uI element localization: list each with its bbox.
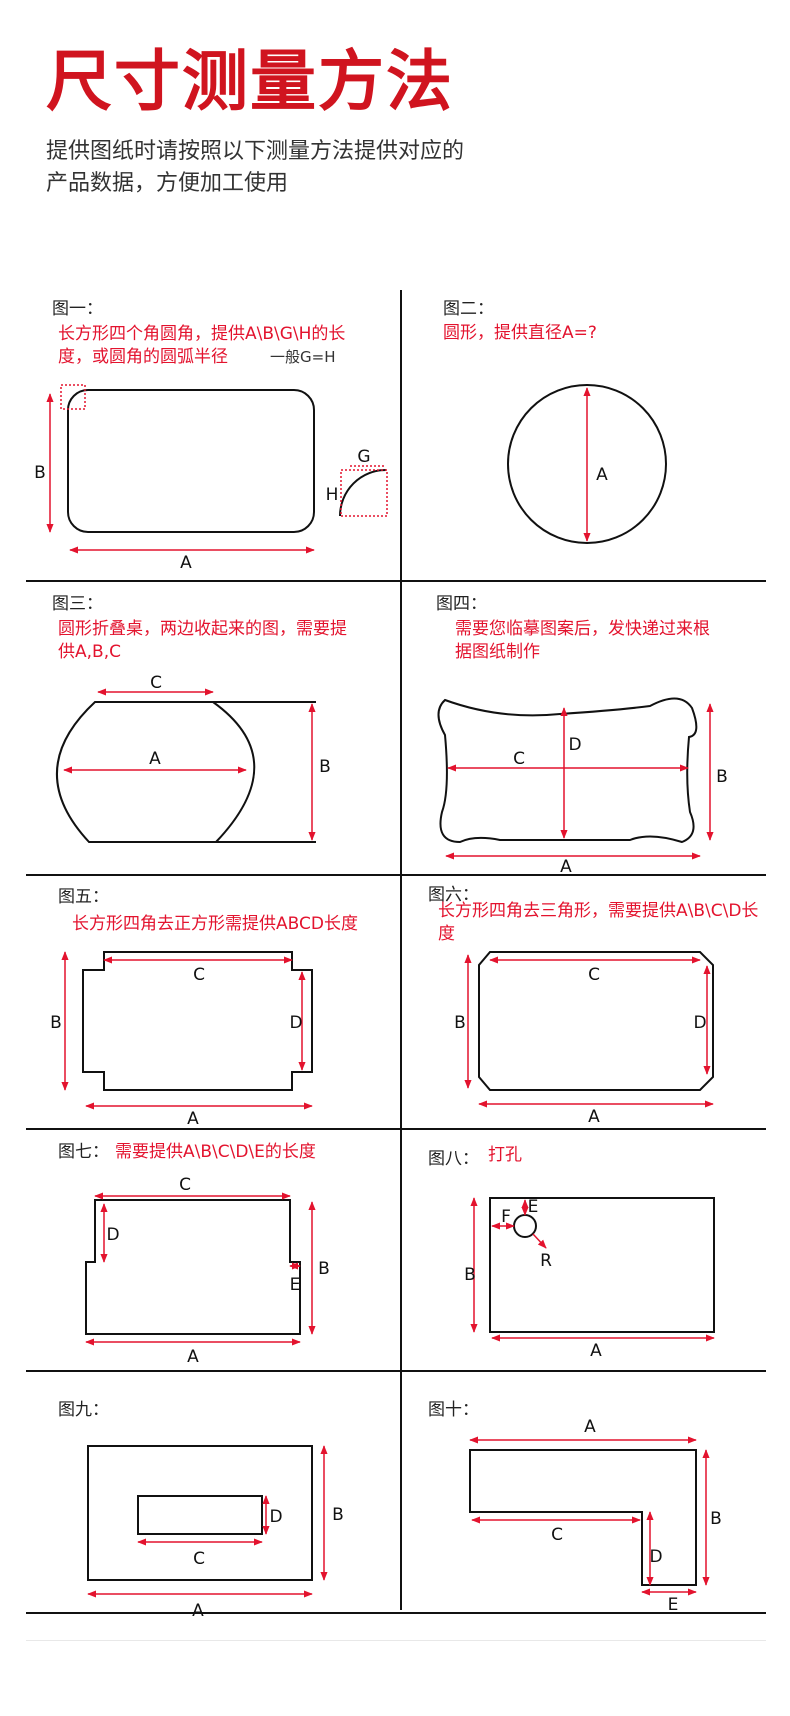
dim-label: A bbox=[149, 749, 161, 769]
dim-label: B bbox=[34, 463, 46, 483]
dim-label: B bbox=[716, 767, 728, 787]
footer-divider bbox=[26, 1640, 766, 1641]
dim-label: B bbox=[318, 1259, 330, 1279]
dim-label: B bbox=[332, 1505, 344, 1525]
grid-divider bbox=[26, 874, 766, 876]
dim-label: F bbox=[501, 1207, 511, 1227]
figure-2-label: 图二： bbox=[443, 299, 494, 319]
figure-5-description: 长方形四角去正方形需提供ABCD长度 bbox=[72, 914, 358, 934]
dim-label: B bbox=[50, 1013, 62, 1033]
figure-1-label: 图一： bbox=[52, 299, 103, 319]
figure-4-label: 图四： bbox=[436, 594, 487, 614]
grid-divider bbox=[26, 580, 766, 582]
figure-7-description: 需要提供A\B\C\D\E的长度 bbox=[115, 1142, 316, 1162]
fig9-outer-rectangle bbox=[87, 1445, 313, 1581]
figure-8-label: 图八： bbox=[428, 1149, 479, 1169]
figure-10-label: 图十： bbox=[428, 1400, 479, 1420]
grid-divider bbox=[26, 1612, 766, 1614]
fig4-freeform-shape bbox=[437, 697, 698, 844]
dim-label: C bbox=[150, 673, 162, 693]
fig7-stepped-shape bbox=[85, 1199, 301, 1335]
dim-label: C bbox=[179, 1175, 191, 1195]
fig3-folding-table bbox=[56, 701, 256, 843]
dim-label: E bbox=[528, 1197, 539, 1217]
dim-label: A bbox=[588, 1107, 600, 1127]
figure-3-description: 圆形折叠桌，两边收起来的图，需要提供A,B,C bbox=[58, 619, 347, 662]
figure-6-label: 图六： bbox=[428, 885, 479, 905]
dim-label: C bbox=[513, 749, 525, 769]
dim-label: B bbox=[454, 1013, 466, 1033]
dim-label: C bbox=[193, 1549, 205, 1569]
grid-divider-vertical bbox=[400, 290, 402, 1610]
dim-label: H bbox=[326, 485, 339, 505]
dim-label: D bbox=[269, 1507, 282, 1527]
dim-label: A bbox=[560, 857, 572, 877]
dim-label: A bbox=[180, 553, 192, 573]
fig6-chamfered-rectangle bbox=[478, 951, 714, 1091]
dim-label: A bbox=[584, 1417, 596, 1437]
dim-label: G bbox=[357, 447, 370, 467]
dim-label: D bbox=[693, 1013, 706, 1033]
dim-label: E bbox=[668, 1595, 679, 1615]
figure-7-label: 图七： bbox=[58, 1142, 109, 1162]
figure-1-note: 一般G=H bbox=[270, 348, 336, 366]
dim-label: E bbox=[290, 1275, 301, 1295]
fig9-inner-rectangle bbox=[137, 1495, 263, 1535]
page-subtitle: 提供图纸时请按照以下测量方法提供对应的产品数据，方便加工使用 bbox=[46, 139, 465, 196]
fig1-corner-arc bbox=[339, 469, 387, 517]
dim-label: A bbox=[596, 465, 608, 485]
dim-label: B bbox=[319, 757, 331, 777]
dim-label: B bbox=[464, 1265, 476, 1285]
grid-divider bbox=[26, 1370, 766, 1372]
fig8-hole bbox=[513, 1214, 537, 1238]
page-title: 尺寸测量方法 bbox=[46, 43, 454, 120]
dim-label: C bbox=[551, 1525, 563, 1545]
dim-label: D bbox=[106, 1225, 119, 1245]
figure-9-label: 图九： bbox=[58, 1400, 109, 1420]
dim-label: A bbox=[192, 1601, 204, 1621]
dim-label: A bbox=[590, 1341, 602, 1361]
fig1-rounded-rectangle bbox=[67, 389, 315, 533]
figure-1-description: 长方形四个角圆角，提供A\B\G\H的长度，或圆角的圆弧半径 bbox=[58, 324, 346, 367]
grid-divider bbox=[26, 1128, 766, 1130]
fig10-l-shape bbox=[469, 1449, 697, 1586]
figure-2-description: 圆形，提供直径A=? bbox=[443, 323, 597, 343]
figure-4-description: 需要您临摹图案后，发快递过来根据图纸制作 bbox=[455, 619, 710, 662]
dim-label: C bbox=[588, 965, 600, 985]
dim-label: A bbox=[187, 1109, 199, 1129]
figure-6-description: 长方形四角去三角形，需要提供A\B\C\D长度 bbox=[438, 901, 759, 944]
fig8-rectangle bbox=[489, 1197, 715, 1333]
fig2-circle bbox=[507, 384, 667, 544]
dim-label: D bbox=[568, 735, 581, 755]
dim-label: D bbox=[289, 1013, 302, 1033]
dim-label: R bbox=[540, 1251, 552, 1271]
figure-8-description: 打孔 bbox=[488, 1145, 522, 1165]
figure-5-label: 图五： bbox=[58, 887, 109, 907]
dim-label: A bbox=[187, 1347, 199, 1367]
dim-label: C bbox=[193, 965, 205, 985]
dim-label: D bbox=[649, 1547, 662, 1567]
fig5-notched-rectangle bbox=[82, 951, 313, 1091]
figure-3-label: 图三： bbox=[52, 594, 103, 614]
dim-label: B bbox=[710, 1509, 722, 1529]
